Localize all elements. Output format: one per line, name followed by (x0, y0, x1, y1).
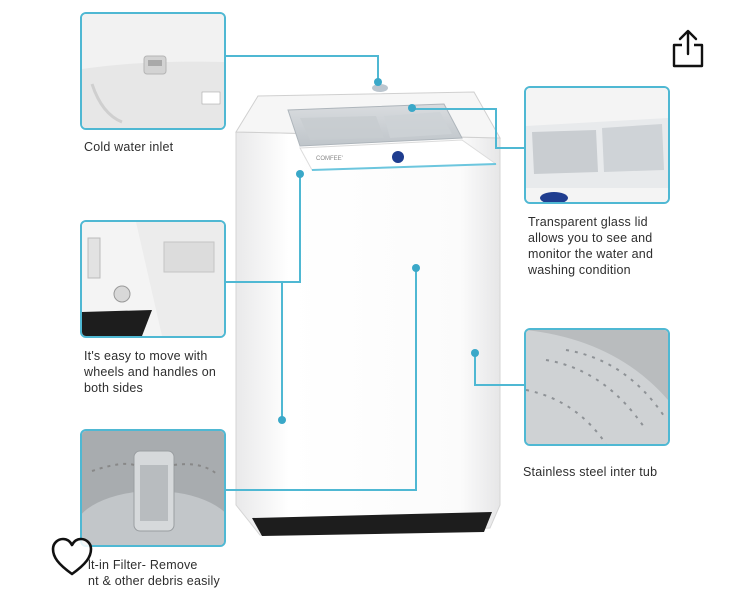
marker-wheels (296, 170, 304, 178)
connector-lid-h2 (495, 147, 525, 149)
connector-filter-v (415, 268, 417, 491)
callout-image-glass-lid (524, 86, 670, 204)
favorite-button[interactable] (50, 536, 94, 578)
connector-inlet (226, 55, 378, 57)
caption-filter: lt-in Filter- Remove nt & other debris e… (88, 558, 220, 588)
heart-icon (51, 537, 93, 576)
marker-tub (471, 349, 479, 357)
callout-image-wheels (80, 220, 226, 338)
connector-wheels (226, 281, 300, 283)
callout-image-water-inlet (80, 12, 226, 130)
caption-inner-tub: Stainless steel inter tub (523, 465, 658, 479)
water-inlet-detail (82, 14, 224, 128)
callout-image-filter (80, 429, 226, 547)
caption-water-inlet: Cold water inlet (84, 140, 174, 154)
connector-filter (226, 489, 416, 491)
connector-inlet-v (377, 55, 379, 81)
marker-filter (412, 264, 420, 272)
brand-label: COMFEE' (316, 156, 343, 162)
connector-tub (474, 384, 524, 386)
share-button[interactable] (670, 28, 706, 70)
filter-detail (82, 431, 224, 545)
callout-image-inner-tub (524, 328, 670, 446)
connector-lid (412, 108, 496, 110)
marker-inlet (374, 78, 382, 86)
caption-wheels: It's easy to move with wheels and handle… (84, 349, 217, 395)
connector-handle-v (281, 281, 283, 419)
inner-tub-detail (526, 330, 668, 444)
marker-handle (278, 416, 286, 424)
connector-tub-v (474, 353, 476, 385)
share-icon (672, 29, 704, 68)
marker-lid (408, 104, 416, 112)
caption-glass-lid: Transparent glass lid allows you to see … (528, 215, 654, 277)
connector-lid-v (495, 108, 497, 148)
wheels-detail (82, 222, 224, 336)
glass-lid-detail (526, 88, 668, 202)
connector-wheels-v (299, 175, 301, 283)
